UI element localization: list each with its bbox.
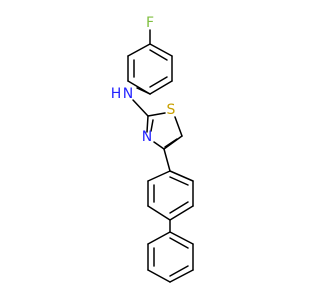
atom-label-fluorine: F bbox=[146, 15, 154, 31]
atom-label-amine-hydrogen: H bbox=[111, 86, 122, 102]
atom-label-thiazole-nitrogen: N bbox=[142, 129, 152, 145]
bond bbox=[169, 269, 194, 283]
bond bbox=[169, 170, 194, 182]
molecule-structure-diagram: F H N S N bbox=[111, 15, 194, 283]
bond-inner bbox=[169, 237, 189, 249]
bond bbox=[147, 205, 171, 221]
bond-nh-thiazole bbox=[132, 99, 149, 117]
bond bbox=[147, 170, 171, 182]
biphenyl-lower-ring bbox=[147, 231, 194, 283]
bond bbox=[147, 269, 171, 283]
thiazole-ring bbox=[146, 112, 183, 150]
bond-inner bbox=[169, 265, 189, 277]
bond-thiazole-biphenyl bbox=[163, 148, 171, 172]
fluorophenyl-ring bbox=[127, 43, 173, 95]
bond-inner bbox=[169, 176, 189, 186]
bond bbox=[169, 231, 194, 245]
atom-label-amine-nitrogen: N bbox=[123, 86, 133, 102]
bond bbox=[149, 80, 173, 95]
bond bbox=[147, 112, 166, 117]
bond-inner bbox=[149, 49, 168, 61]
bond bbox=[174, 116, 183, 137]
atom-label-thiazole-sulfur: S bbox=[167, 102, 176, 118]
bond-ring-nh bbox=[136, 87, 151, 95]
bond-inner bbox=[164, 138, 178, 148]
bond-inner bbox=[150, 119, 154, 132]
bond bbox=[147, 231, 171, 245]
bond bbox=[153, 141, 165, 150]
bond bbox=[127, 43, 151, 57]
biphenyl-upper-ring bbox=[147, 170, 194, 221]
bond-inner bbox=[149, 76, 168, 88]
bond bbox=[146, 115, 149, 133]
bond-inner bbox=[169, 201, 189, 214]
bond bbox=[169, 205, 194, 221]
bond bbox=[149, 43, 173, 57]
